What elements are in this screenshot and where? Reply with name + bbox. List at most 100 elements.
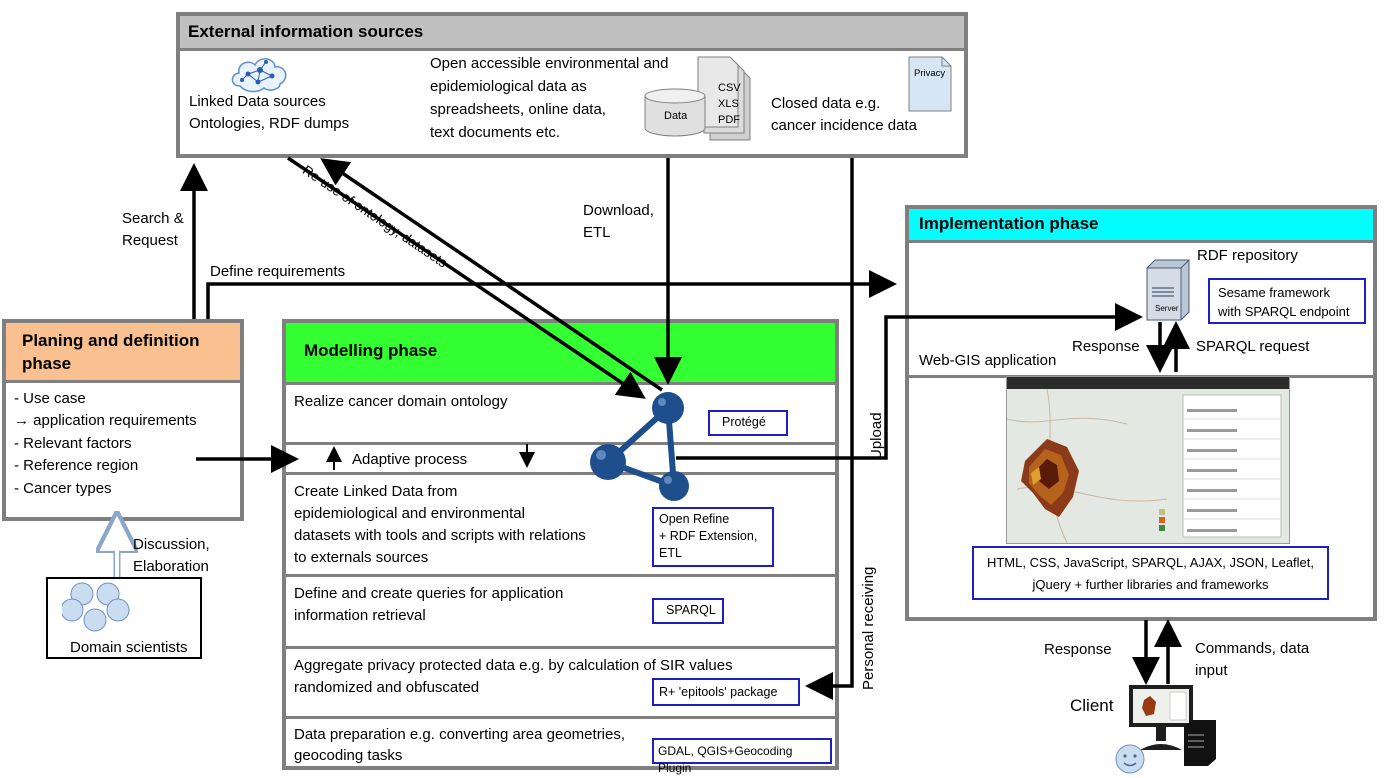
closed-data-line-2: cancer incidence data — [771, 117, 917, 134]
closed-data-line-1: Closed data e.g. — [771, 95, 881, 112]
linked-data-line-2: Ontologies, RDF dumps — [189, 115, 350, 132]
upload-label: Upload — [868, 412, 885, 460]
personal-receiving-arrow — [805, 158, 854, 700]
queries-text-1: Define and create queries for applicatio… — [294, 585, 564, 602]
planning-title-line-2: phase — [22, 354, 72, 373]
epitools-tag: R+ 'epitools' package — [652, 678, 800, 706]
client-label: Client — [1070, 696, 1114, 715]
modelling-row-aggregate: Aggregate privacy protected data e.g. by… — [286, 646, 835, 716]
sesame-tag: Sesame framework with SPARQL endpoint — [1208, 278, 1366, 324]
planning-item-requirements: → application requirements — [14, 412, 197, 429]
gdal-qgis-tag: GDAL, QGIS+Geocoding Plugin — [652, 738, 832, 775]
planning-item-use-case: - Use case — [14, 390, 86, 407]
open-refine-tag: Open Refine + RDF Extension, ETL — [652, 507, 774, 567]
commands-label-2: input — [1195, 662, 1228, 679]
download-etl-label-2: ETL — [583, 224, 611, 241]
response-top-label: Response — [1072, 338, 1140, 355]
queries-text-2: information retrieval — [294, 607, 426, 624]
webgis-map — [1007, 389, 1289, 543]
ontology-graph-icon — [590, 392, 689, 501]
doc-format-xls: XLS — [718, 98, 739, 110]
reuse-arrow-down — [287, 156, 646, 399]
response-bottom-label: Response — [1044, 641, 1112, 658]
open-refine-tag-line-2: + RDF Extension, — [659, 529, 758, 543]
open-data-line-2: epidemiological data as — [430, 78, 587, 95]
client-computer-tower-icon — [1184, 720, 1216, 766]
planning-item-region: - Reference region — [14, 457, 139, 474]
linked-data-line-1: Linked Data sources — [189, 93, 326, 110]
linked-data-cloud-icon — [231, 58, 287, 93]
discussion-label-1: Discussion, — [133, 536, 210, 553]
planning-title-line-1: Planing and definition — [22, 331, 200, 350]
rdf-repository-label: RDF repository — [1197, 247, 1298, 264]
search-request-label-2: Request — [122, 232, 178, 249]
modelling-row-linked-data: Create Linked Data from epidemiological … — [286, 472, 835, 574]
define-requirements-arrow — [206, 270, 897, 319]
webgis-toolbar — [1007, 377, 1289, 389]
modelling-row-adaptive: Adaptive process — [286, 442, 835, 472]
aggregate-text-2: randomized and obfuscated — [294, 679, 480, 696]
gdal-qgis-tag-text: GDAL, QGIS+Geocoding Plugin — [658, 744, 793, 775]
external-sources-panel: External information sources — [176, 12, 968, 158]
protege-tag-text: Protégé — [722, 415, 766, 429]
tech-stack-line-1: HTML, CSS, JavaScript, SPARQL, AJAX, JSO… — [986, 555, 1315, 570]
webgis-label: Web-GIS application — [919, 352, 1057, 369]
preparation-text-2: geocoding tasks — [294, 747, 403, 764]
data-cylinder-label: Data — [664, 110, 688, 122]
modelling-row-preparation: Data preparation e.g. converting area ge… — [286, 716, 835, 766]
download-etl-label-1: Download, — [583, 202, 654, 219]
privacy-label: Privacy — [914, 68, 946, 79]
reuse-arrow-up — [320, 158, 663, 392]
client-user-icon — [1115, 744, 1145, 774]
open-data-line-3: spreadsheets, online data, — [430, 101, 606, 118]
preparation-text-1: Data preparation e.g. converting area ge… — [294, 726, 626, 743]
tech-stack-line-2: jQuery + further libraries and framework… — [1032, 577, 1269, 592]
doc-format-csv: CSV — [718, 82, 741, 94]
implementation-header: Implementation phase — [909, 209, 1373, 243]
implementation-title: Implementation phase — [919, 214, 1099, 233]
server-icon — [1146, 259, 1190, 321]
linked-data-text-4: to externals sources — [294, 549, 429, 566]
epitools-tag-text: R+ 'epitools' package — [659, 685, 778, 699]
domain-scientists-icon — [62, 582, 130, 632]
adaptive-text: Adaptive process — [352, 451, 468, 468]
doc-format-pdf: PDF — [718, 114, 740, 126]
open-refine-tag-line-1: Open Refine — [659, 512, 730, 526]
modelling-row-queries: Define and create queries for applicatio… — [286, 574, 835, 646]
sparql-request-label: SPARQL request — [1196, 338, 1310, 355]
planning-header: Planing and definition phase — [6, 323, 240, 383]
define-requirements-label: Define requirements — [210, 263, 346, 280]
server-label: Server — [1155, 304, 1179, 313]
search-request-label-1: Search & — [122, 210, 184, 227]
protege-tag: Protégé — [708, 410, 788, 436]
ontology-text: Realize cancer domain ontology — [294, 393, 508, 410]
tech-stack-tag: HTML, CSS, JavaScript, SPARQL, AJAX, JSO… — [972, 546, 1329, 600]
client-monitor-icon — [1129, 685, 1193, 750]
open-data-line-1: Open accessible environmental and — [430, 55, 669, 72]
data-cylinder-icon — [644, 88, 706, 137]
personal-receiving-label: Personal receiving — [860, 566, 877, 690]
sparql-tag: SPARQL — [652, 598, 724, 624]
modelling-title: Modelling phase — [304, 341, 438, 360]
domain-scientists-label: Domain scientists — [70, 639, 188, 656]
linked-data-text-3: datasets with tools and scripts with rel… — [294, 527, 586, 544]
aggregate-text-1: Aggregate privacy protected data e.g. by… — [294, 657, 733, 674]
external-sources-header: External information sources — [180, 16, 964, 51]
webgis-screenshot — [1006, 376, 1290, 544]
commands-label-1: Commands, data — [1195, 640, 1310, 657]
sesame-tag-line-2: with SPARQL endpoint — [1218, 304, 1350, 319]
planning-item-factors: - Relevant factors — [14, 435, 132, 452]
planning-panel: Planing and definition phase — [2, 319, 244, 521]
discussion-label-2: Elaboration — [133, 558, 209, 575]
sparql-tag-text: SPARQL — [666, 603, 716, 617]
modelling-row-ontology: Realize cancer domain ontology — [286, 382, 835, 442]
upload-arrow — [676, 303, 1143, 460]
open-data-line-4: text documents etc. — [430, 124, 561, 141]
linked-data-text-2: epidemiological and environmental — [294, 505, 525, 522]
sesame-tag-line-1: Sesame framework — [1218, 285, 1330, 300]
open-refine-tag-line-3: ETL — [659, 546, 682, 560]
external-sources-title: External information sources — [188, 22, 424, 41]
linked-data-text-1: Create Linked Data from — [294, 483, 458, 500]
privacy-document-icon — [908, 56, 952, 112]
